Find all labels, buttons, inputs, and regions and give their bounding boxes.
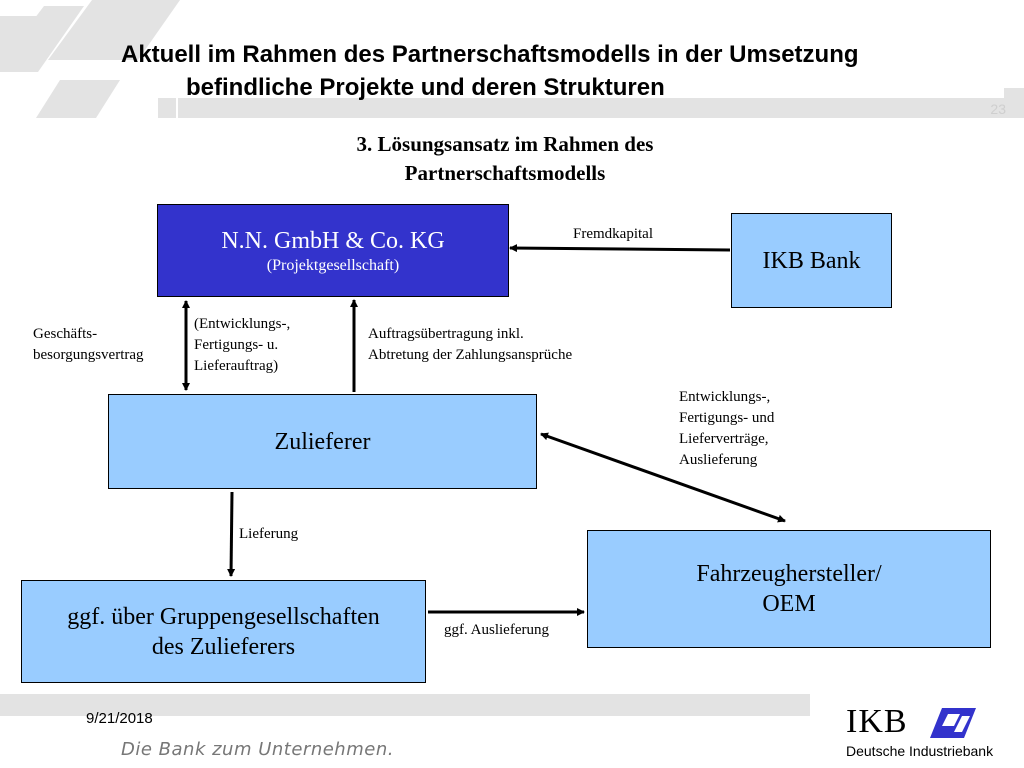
section-title: 3. Lösungsansatz im Rahmen des Partnersc… — [260, 130, 750, 188]
label-abtretung-line2: Abtretung der Zahlungsansprüche — [368, 347, 573, 363]
box-ikb-bank-name: IKB Bank — [762, 247, 861, 274]
label-abtretung: Auftragsübertragung inkl. Abtretung der … — [368, 324, 572, 366]
ikb-logo: IKB Deutsche Industriebank — [844, 703, 993, 764]
box-nn-gmbh-role: (Projektgesellschaft) — [266, 256, 400, 274]
box-gruppe-line1: ggf. über Gruppengesellschaften — [67, 603, 380, 630]
label-auftrag-line2: Fertigungs- u. — [194, 337, 279, 353]
label-auftrag-line3: Lieferauftrag) — [194, 358, 279, 374]
arrow-lieferung — [227, 491, 236, 577]
box-nn-gmbh: N.N. GmbH & Co. KG (Projektgesellschaft) — [157, 204, 509, 297]
footer-date: 9/21/2018 — [86, 710, 153, 727]
label-geschaeftsbesorgung: Geschäfts- besorgungsvertrag — [33, 324, 144, 366]
logo-subtitle: Deutsche Industriebank — [846, 743, 994, 759]
box-gruppe-line2: des Zulieferers — [151, 633, 296, 660]
label-auftrag-line1: (Entwicklungs-, — [194, 316, 291, 332]
label-lieferung: Lieferung — [239, 526, 299, 542]
footer-slogan: Die Bank zum Unternehmen. — [121, 739, 394, 760]
page-number: 23 — [990, 101, 1006, 117]
box-oem-line2: OEM — [762, 591, 816, 617]
label-oem-vertrag-line3: Lieferverträge, — [679, 431, 769, 447]
label-oem-vertrag-line2: Fertigungs- und — [679, 410, 775, 426]
label-oem-vertrag-line4: Auslieferung — [679, 452, 758, 468]
arrow-fremdkapital — [509, 244, 731, 253]
section-title-line2: Partnerschaftsmodells — [404, 161, 606, 185]
label-auftrag: (Entwicklungs-, Fertigungs- u. Lieferauf… — [194, 314, 290, 377]
page-title-line1: Aktuell im Rahmen des Partnerschaftsmode… — [121, 41, 859, 68]
section-title-line1: 3. Lösungsansatz im Rahmen des — [356, 132, 654, 156]
arrow-oem-vertrag — [540, 432, 786, 523]
label-fremdkapital: Fremdkapital — [573, 226, 653, 242]
label-abtretung-line1: Auftragsübertragung inkl. — [368, 326, 524, 342]
box-gruppengesellschaften: ggf. über Gruppengesellschaften des Zuli… — [21, 580, 426, 683]
logo-text: IKB — [846, 703, 908, 740]
label-ggf-auslieferung: ggf. Auslieferung — [444, 622, 549, 638]
logo-mark-icon — [930, 708, 976, 738]
box-zulieferer: Zulieferer — [108, 394, 537, 489]
label-oem-vertrag: Entwicklungs-, Fertigungs- und Lieferver… — [679, 387, 774, 471]
label-geschaeftsbesorgung-line1: Geschäfts- — [33, 326, 98, 342]
box-oem: Fahrzeughersteller/ OEM — [587, 530, 991, 648]
label-oem-vertrag-line1: Entwicklungs-, — [679, 389, 771, 405]
box-ikb-bank: IKB Bank — [731, 213, 892, 308]
box-oem-line1: Fahrzeughersteller/ — [696, 561, 882, 587]
label-geschaeftsbesorgung-line2: besorgungsvertrag — [33, 347, 144, 363]
page-title-line2: befindliche Projekte und deren Strukture… — [186, 74, 665, 101]
box-zulieferer-name: Zulieferer — [274, 428, 371, 455]
box-nn-gmbh-name: N.N. GmbH & Co. KG — [221, 227, 445, 254]
